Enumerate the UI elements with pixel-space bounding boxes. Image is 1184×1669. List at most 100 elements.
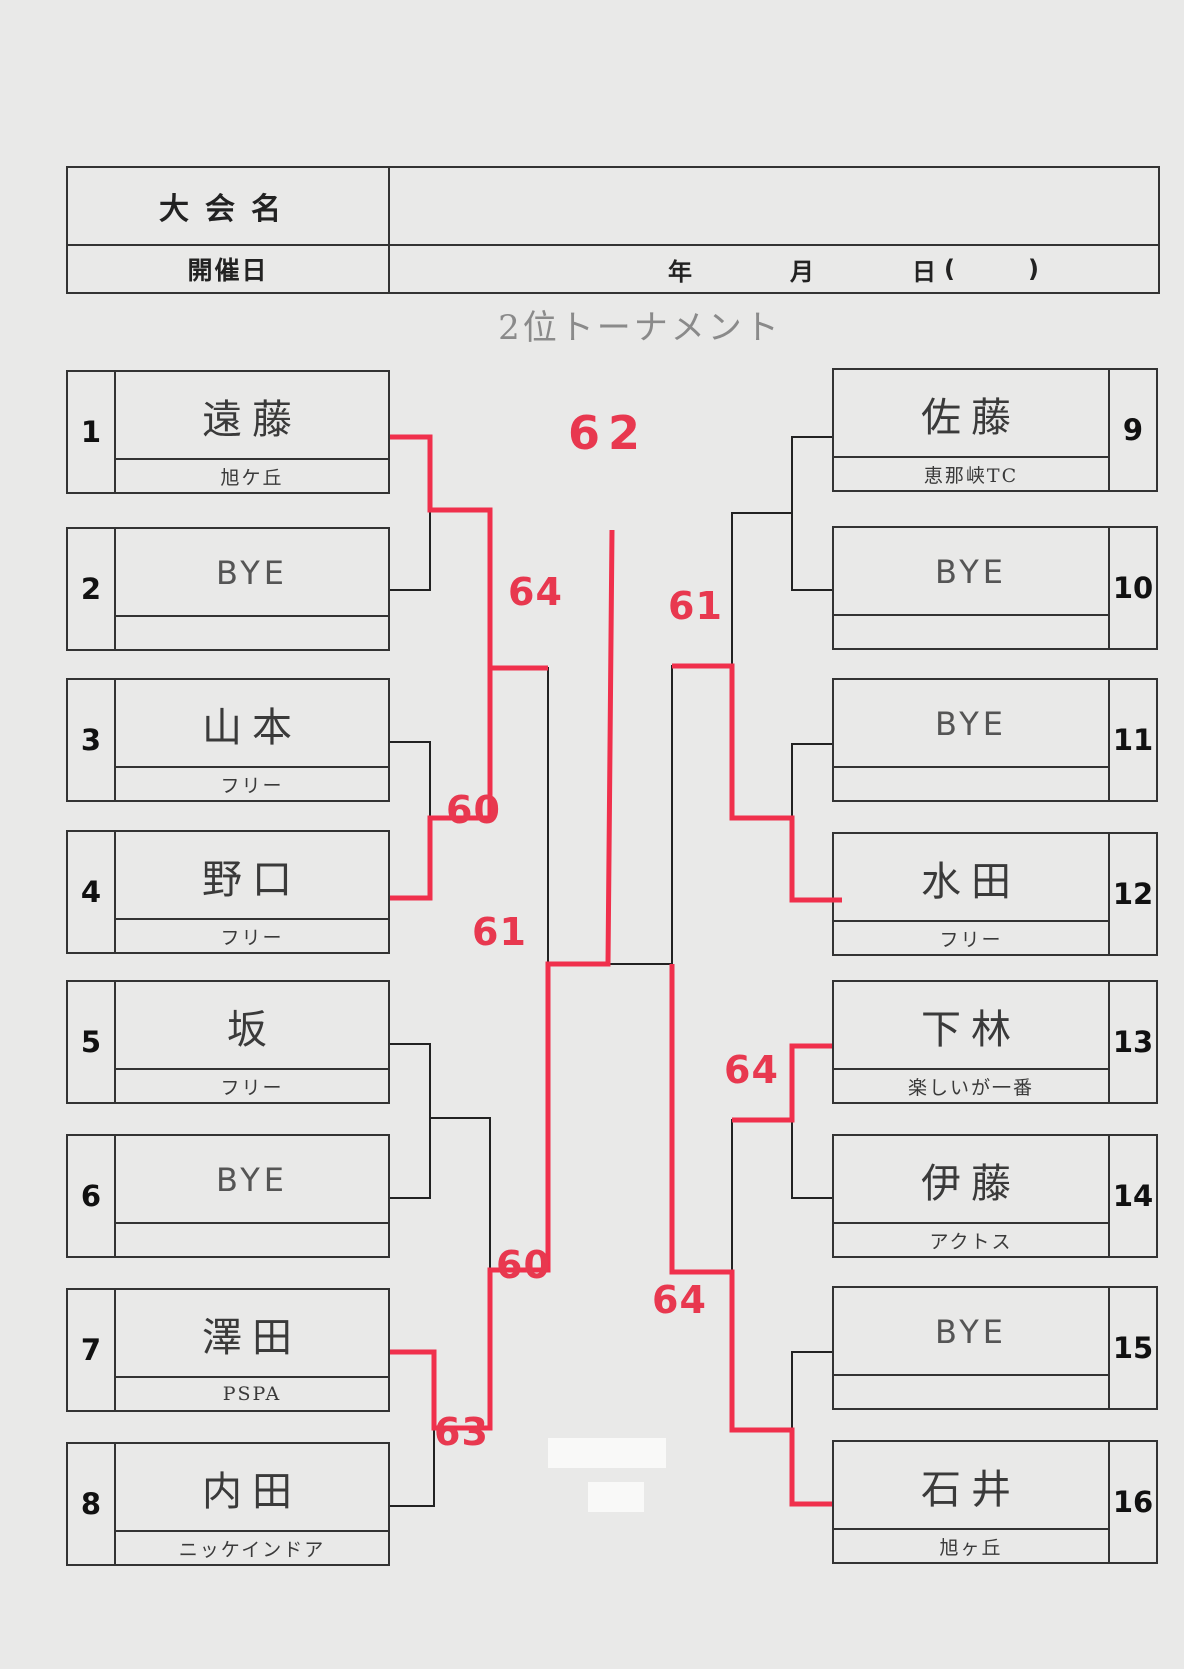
player-name: 下林	[921, 1007, 1021, 1053]
player-slot-4: 4 野口フリー	[66, 830, 390, 954]
player-club: フリー	[116, 766, 388, 800]
slot-number: 11	[1108, 680, 1156, 800]
winner-path-player-1	[390, 434, 548, 671]
winner-path-player-7	[390, 529, 615, 1431]
date-month-label: 月	[790, 257, 814, 286]
player-slot-8: 8 内田ニッケインドア	[66, 1442, 390, 1566]
date-year-label: 年	[668, 257, 692, 286]
bracket-subtitle: 2位トーナメント	[498, 308, 782, 348]
weekday-open: (	[944, 255, 955, 283]
score-r1-3v4: 60	[446, 788, 501, 832]
player-club: 旭ヶ丘	[834, 1528, 1108, 1562]
slot-number: 9	[1108, 370, 1156, 490]
player-club: フリー	[834, 920, 1108, 954]
bracket-line-qf-left-top	[430, 509, 491, 819]
player-name: 伊藤	[921, 1161, 1021, 1207]
slot-number: 16	[1108, 1442, 1156, 1562]
bracket-line-r1-11v12	[791, 743, 832, 901]
player-club: 旭ケ丘	[116, 458, 388, 492]
player-slot-12: 12 水田フリー	[832, 832, 1158, 956]
bye-label: BYE	[935, 553, 1007, 591]
header-table: 大会名 開催日 年 月 日 ( )	[66, 166, 1160, 294]
bracket-line-sf-left	[490, 667, 549, 1271]
bracket-line-r1-15v16	[791, 1351, 832, 1505]
tape-mark	[588, 1482, 644, 1512]
winner-path-player-16	[669, 964, 832, 1507]
score-right-semi: 61	[668, 584, 723, 628]
date-label: 開催日	[68, 246, 390, 292]
player-name: 坂	[227, 1007, 277, 1053]
player-slot-13: 13 下林楽しいが一番	[832, 980, 1158, 1104]
player-slot-16: 16 石井旭ヶ丘	[832, 1440, 1158, 1564]
slot-number: 6	[68, 1136, 116, 1256]
tournament-name-label: 大会名	[68, 168, 390, 244]
winner-path-player-12	[672, 663, 842, 903]
bracket-line-qf-right-top	[731, 512, 792, 819]
winner-path-player-13	[732, 1043, 832, 1123]
player-club	[834, 1374, 1108, 1408]
player-club: アクトス	[834, 1222, 1108, 1256]
tournament-name-row: 大会名	[68, 168, 1158, 246]
player-name: 水田	[921, 859, 1021, 905]
player-club: 楽しいが一番	[834, 1068, 1108, 1102]
player-club: フリー	[116, 918, 388, 952]
slot-number: 4	[68, 832, 116, 952]
bracket-line-r1-5v6	[390, 1043, 431, 1199]
bracket-line-qf-right-bottom	[731, 1119, 792, 1431]
slot-number: 7	[68, 1290, 116, 1410]
slot-number: 1	[68, 372, 116, 492]
bracket-line-r1-9v10	[791, 436, 832, 591]
bye-label: BYE	[935, 1313, 1007, 1351]
player-name: 山本	[202, 705, 302, 751]
bracket-line-r1-13v14	[791, 1045, 832, 1199]
slot-number: 8	[68, 1444, 116, 1564]
bracket-line-r1-7v8	[390, 1351, 435, 1507]
bracket-line-sf-right	[671, 665, 732, 1273]
player-slot-3: 3 山本フリー	[66, 678, 390, 802]
player-slot-15: 15 BYE	[832, 1286, 1158, 1410]
slot-number: 5	[68, 982, 116, 1102]
player-club: ニッケインドア	[116, 1530, 388, 1564]
slot-number: 3	[68, 680, 116, 800]
bracket-line-r1-3v4	[390, 741, 431, 899]
bracket-line-r1-1v2	[390, 436, 431, 591]
player-club	[116, 1222, 388, 1256]
score-left-semi: 61	[472, 910, 527, 954]
score-right-qf-bottom: 64	[652, 1278, 707, 1322]
score-r1-7v8: 63	[434, 1410, 489, 1454]
slot-number: 2	[68, 529, 116, 649]
slot-number: 12	[1108, 834, 1156, 954]
slot-number: 15	[1108, 1288, 1156, 1408]
bracket-line-qf-left-bottom	[430, 1117, 491, 1429]
player-club	[834, 614, 1108, 648]
tape-mark	[548, 1438, 666, 1468]
bye-label: BYE	[216, 554, 288, 592]
score-r1-13v14: 64	[724, 1048, 779, 1092]
date-day-label: 日	[912, 257, 936, 286]
player-name: 石井	[921, 1467, 1021, 1513]
score-left-qf-top: 64	[508, 570, 563, 614]
player-slot-7: 7 澤田 PSPA	[66, 1288, 390, 1412]
player-club: 恵那峡TC	[834, 456, 1108, 490]
player-name: 澤田	[202, 1315, 302, 1361]
player-slot-14: 14 伊藤アクトス	[832, 1134, 1158, 1258]
player-club	[834, 766, 1108, 800]
date-row: 開催日 年 月 日 ( )	[68, 246, 1158, 292]
player-name: 野口	[202, 857, 302, 903]
bye-label: BYE	[216, 1161, 288, 1199]
player-club: PSPA	[116, 1376, 388, 1410]
slot-number: 13	[1108, 982, 1156, 1102]
weekday-close: )	[1028, 255, 1039, 283]
player-club	[116, 615, 388, 649]
player-slot-2: 2 BYE	[66, 527, 390, 651]
slot-number: 14	[1108, 1136, 1156, 1256]
winner-path-player-4	[390, 668, 493, 901]
player-name: 内田	[202, 1469, 302, 1515]
